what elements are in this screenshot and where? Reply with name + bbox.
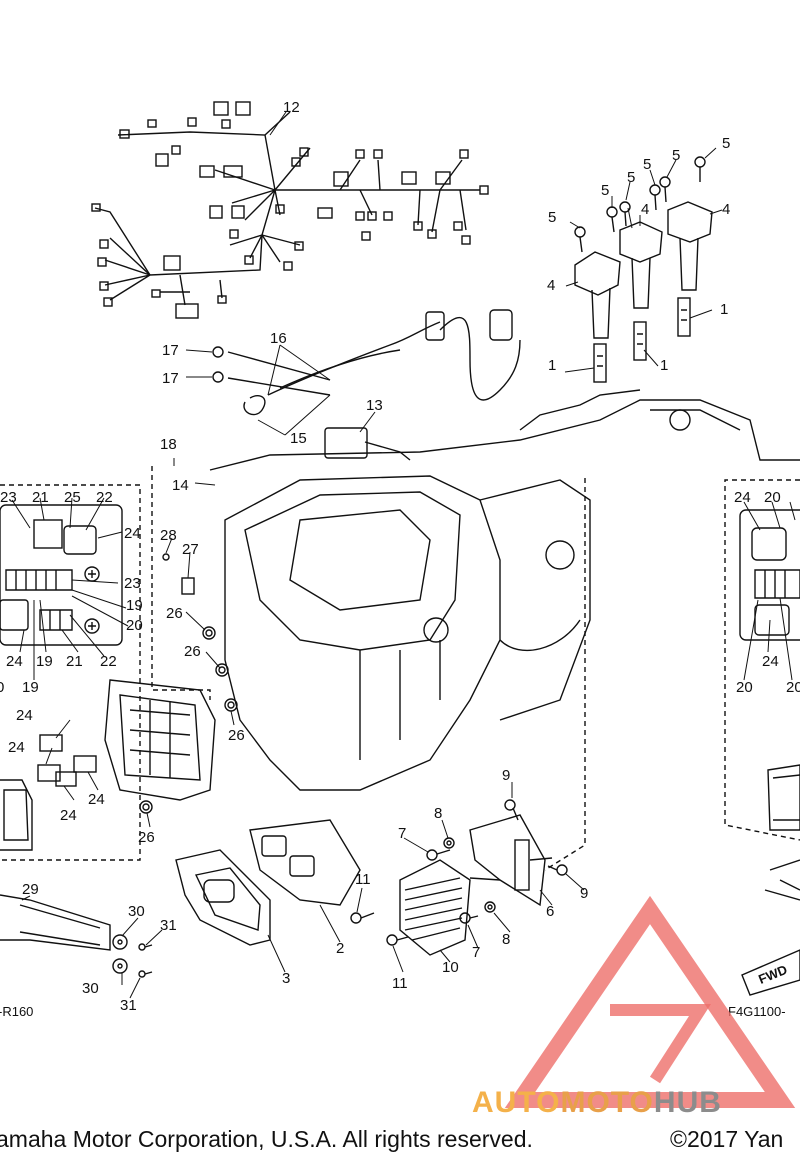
bolt-5-group: [574, 156, 706, 253]
callout-numbers: 12 5 5 5 5 5 5 4 4 4 1 1 1 16 17 17 13 1…: [0, 99, 800, 1014]
callout-20c: 20: [736, 679, 753, 696]
ecu-bracket: [175, 819, 361, 946]
spark-plugs: [593, 297, 691, 383]
copyright-left: amaha Motor Corporation, U.S.A. All righ…: [0, 1126, 533, 1152]
watermark-text: AUTOMOTOHUB: [472, 1086, 722, 1120]
callout-5a: 5: [722, 135, 730, 152]
leader-lines: [11, 111, 796, 999]
callout-1a: 1: [720, 301, 728, 318]
watermark-hub: HUB: [653, 1086, 722, 1119]
callout-10: 10: [442, 959, 459, 976]
callout-12: 12: [283, 99, 300, 116]
engine-block: [209, 389, 800, 791]
callout-4a: 4: [641, 201, 649, 218]
callout-4c: 4: [547, 277, 555, 294]
diagram-code-right: F4G1100-: [728, 1004, 786, 1019]
callout-24b: 24: [6, 653, 23, 670]
callout-20b: 20: [764, 489, 781, 506]
fuse-box: [37, 679, 216, 801]
callout-30b: 30: [82, 980, 99, 997]
fwd-label: FWD: [756, 962, 789, 987]
callout-13: 13: [366, 397, 383, 414]
callout-20d: 20: [786, 679, 800, 696]
callout-22a: 22: [96, 489, 113, 506]
watermark-auto: AUTO: [472, 1086, 561, 1119]
callout-8a: 8: [434, 805, 442, 822]
ecu-left: [0, 504, 123, 646]
callout-24d: 24: [8, 739, 25, 756]
ground-leads: [212, 309, 521, 461]
callout-5d: 5: [601, 182, 609, 199]
callout-8b: 8: [502, 931, 510, 948]
dashed-groups: [0, 466, 800, 871]
copyright-right: ©2017 Yan: [670, 1126, 784, 1152]
bracket-29: [0, 894, 153, 978]
callout-5e: 5: [627, 169, 635, 186]
callout-19a: 19: [126, 597, 143, 614]
callout-1b: 1: [548, 357, 556, 374]
callout-26c: 26: [228, 727, 245, 744]
callout-29: 29: [22, 881, 39, 898]
callout-26b: 26: [184, 643, 201, 660]
callout-23b: 23: [124, 575, 141, 592]
callout-5f: 5: [548, 209, 556, 226]
callout-18: 18: [160, 436, 177, 453]
bracket-6: [469, 814, 553, 907]
callout-26d: 26: [138, 829, 155, 846]
callout-1c: 1: [660, 357, 668, 374]
footer: amaha Motor Corporation, U.S.A. All righ…: [0, 1118, 800, 1165]
grommets-26: [139, 553, 238, 814]
callout-2: 2: [336, 940, 344, 957]
callout-14: 14: [172, 477, 189, 494]
callout-4b: 4: [722, 201, 730, 218]
ecu-right: [739, 509, 800, 641]
callout-19b: 19: [36, 653, 53, 670]
rectifier-regulator: [399, 859, 471, 956]
callout-16: 16: [270, 330, 287, 347]
callout-27: 27: [182, 541, 199, 558]
callout-24e: 24: [88, 791, 105, 808]
callout-24c: 24: [16, 707, 33, 724]
callout-15: 15: [290, 430, 307, 447]
callout-24h: 24: [762, 653, 779, 670]
callout-5c: 5: [672, 147, 680, 164]
callout-30a: 30: [128, 903, 145, 920]
callout-20a: 20: [126, 617, 143, 634]
callout-7a: 7: [398, 825, 406, 842]
callout-9b: 9: [580, 885, 588, 902]
ignition-coils: [574, 156, 713, 339]
watermark-moto: MOTO: [560, 1086, 654, 1119]
callout-3: 3: [282, 970, 290, 987]
callout-21a: 21: [32, 489, 49, 506]
callout-28: 28: [160, 527, 177, 544]
callout-22b: 22: [100, 653, 117, 670]
callout-0a: 0: [0, 679, 4, 696]
wiring-harness: [91, 101, 489, 319]
callout-24a: 24: [124, 525, 141, 542]
callout-9a: 9: [502, 767, 510, 784]
diagram-code-left: -R160: [0, 1004, 33, 1019]
callout-31b: 31: [120, 997, 137, 1014]
callout-19c: 19: [22, 679, 39, 696]
callout-11b: 11: [392, 975, 408, 992]
fwd-arrow: [741, 859, 800, 996]
callout-24g: 24: [734, 489, 751, 506]
callout-25: 25: [64, 489, 81, 506]
callout-26a: 26: [166, 605, 183, 622]
callout-23a: 23: [0, 489, 17, 506]
callout-7b: 7: [472, 944, 480, 961]
callout-6: 6: [546, 903, 554, 920]
ecu-cover-left: [0, 779, 33, 851]
callout-11a: 11: [355, 871, 371, 888]
watermark-logo: [504, 895, 796, 1108]
bolts-lower: [350, 799, 568, 946]
callout-31a: 31: [160, 917, 177, 934]
ecu-cover-right: [767, 764, 800, 831]
callout-5b: 5: [643, 156, 651, 173]
callout-21b: 21: [66, 653, 83, 670]
callout-17a: 17: [162, 342, 179, 359]
callout-17b: 17: [162, 370, 179, 387]
callout-24f: 24: [60, 807, 77, 824]
